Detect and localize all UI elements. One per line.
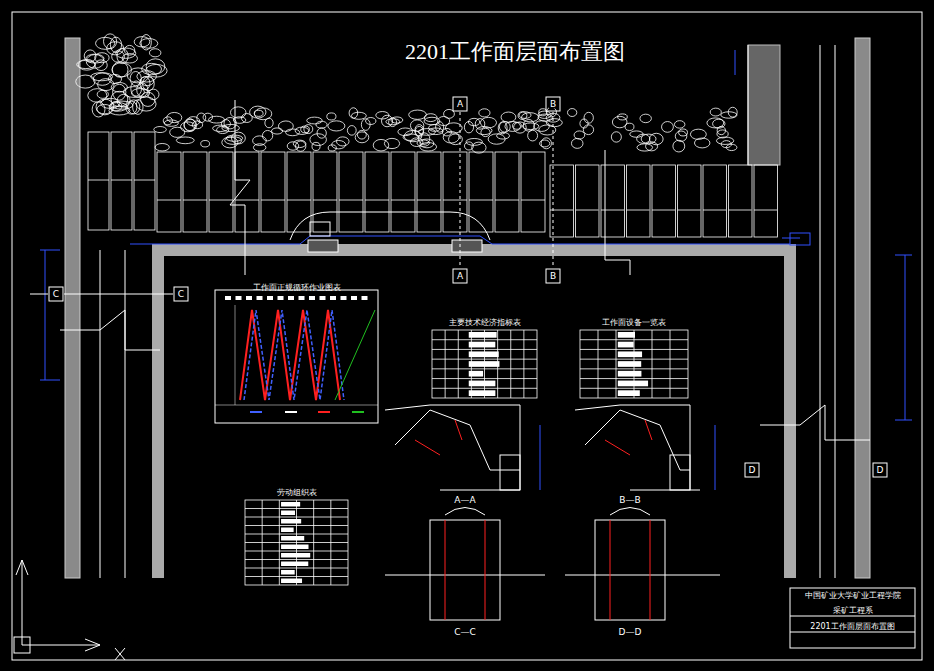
table-box: 工作面正规循环作业图表 (212, 283, 381, 294)
table-heading: 劳动组织表 (242, 488, 351, 499)
section-marker: C (177, 290, 185, 299)
table-box: 主要技术经济指标表 (429, 318, 540, 329)
table-box: 工作面设备一览表 (577, 318, 691, 329)
section-marker: D (876, 466, 885, 475)
section-marker: A (456, 272, 464, 281)
drawing-title: 2201工作面层面布置图 (405, 37, 625, 67)
section-name: A—A (453, 496, 476, 505)
section-name: C—C (453, 628, 477, 637)
title-block-text: 中国矿业大学矿业工程学院 (787, 591, 918, 602)
section-marker: B (549, 100, 557, 109)
table-heading: 工作面正规循环作业图表 (212, 283, 381, 294)
table-box: 劳动组织表 (242, 488, 351, 499)
section-name: B—B (618, 496, 641, 505)
title-block: 中国矿业大学矿业工程学院采矿工程系 2201工作面层面布置图 (787, 588, 918, 648)
section-marker: D (748, 466, 757, 475)
section-marker: A (456, 100, 464, 109)
section-name: D—D (618, 628, 643, 637)
section-marker: C (52, 290, 60, 299)
title-block-text: 2201工作面层面布置图 (787, 622, 918, 633)
title-block-text: 采矿工程系 (787, 606, 918, 617)
table-heading: 主要技术经济指标表 (429, 318, 540, 329)
section-marker: B (549, 272, 557, 281)
table-heading: 工作面设备一览表 (577, 318, 691, 329)
